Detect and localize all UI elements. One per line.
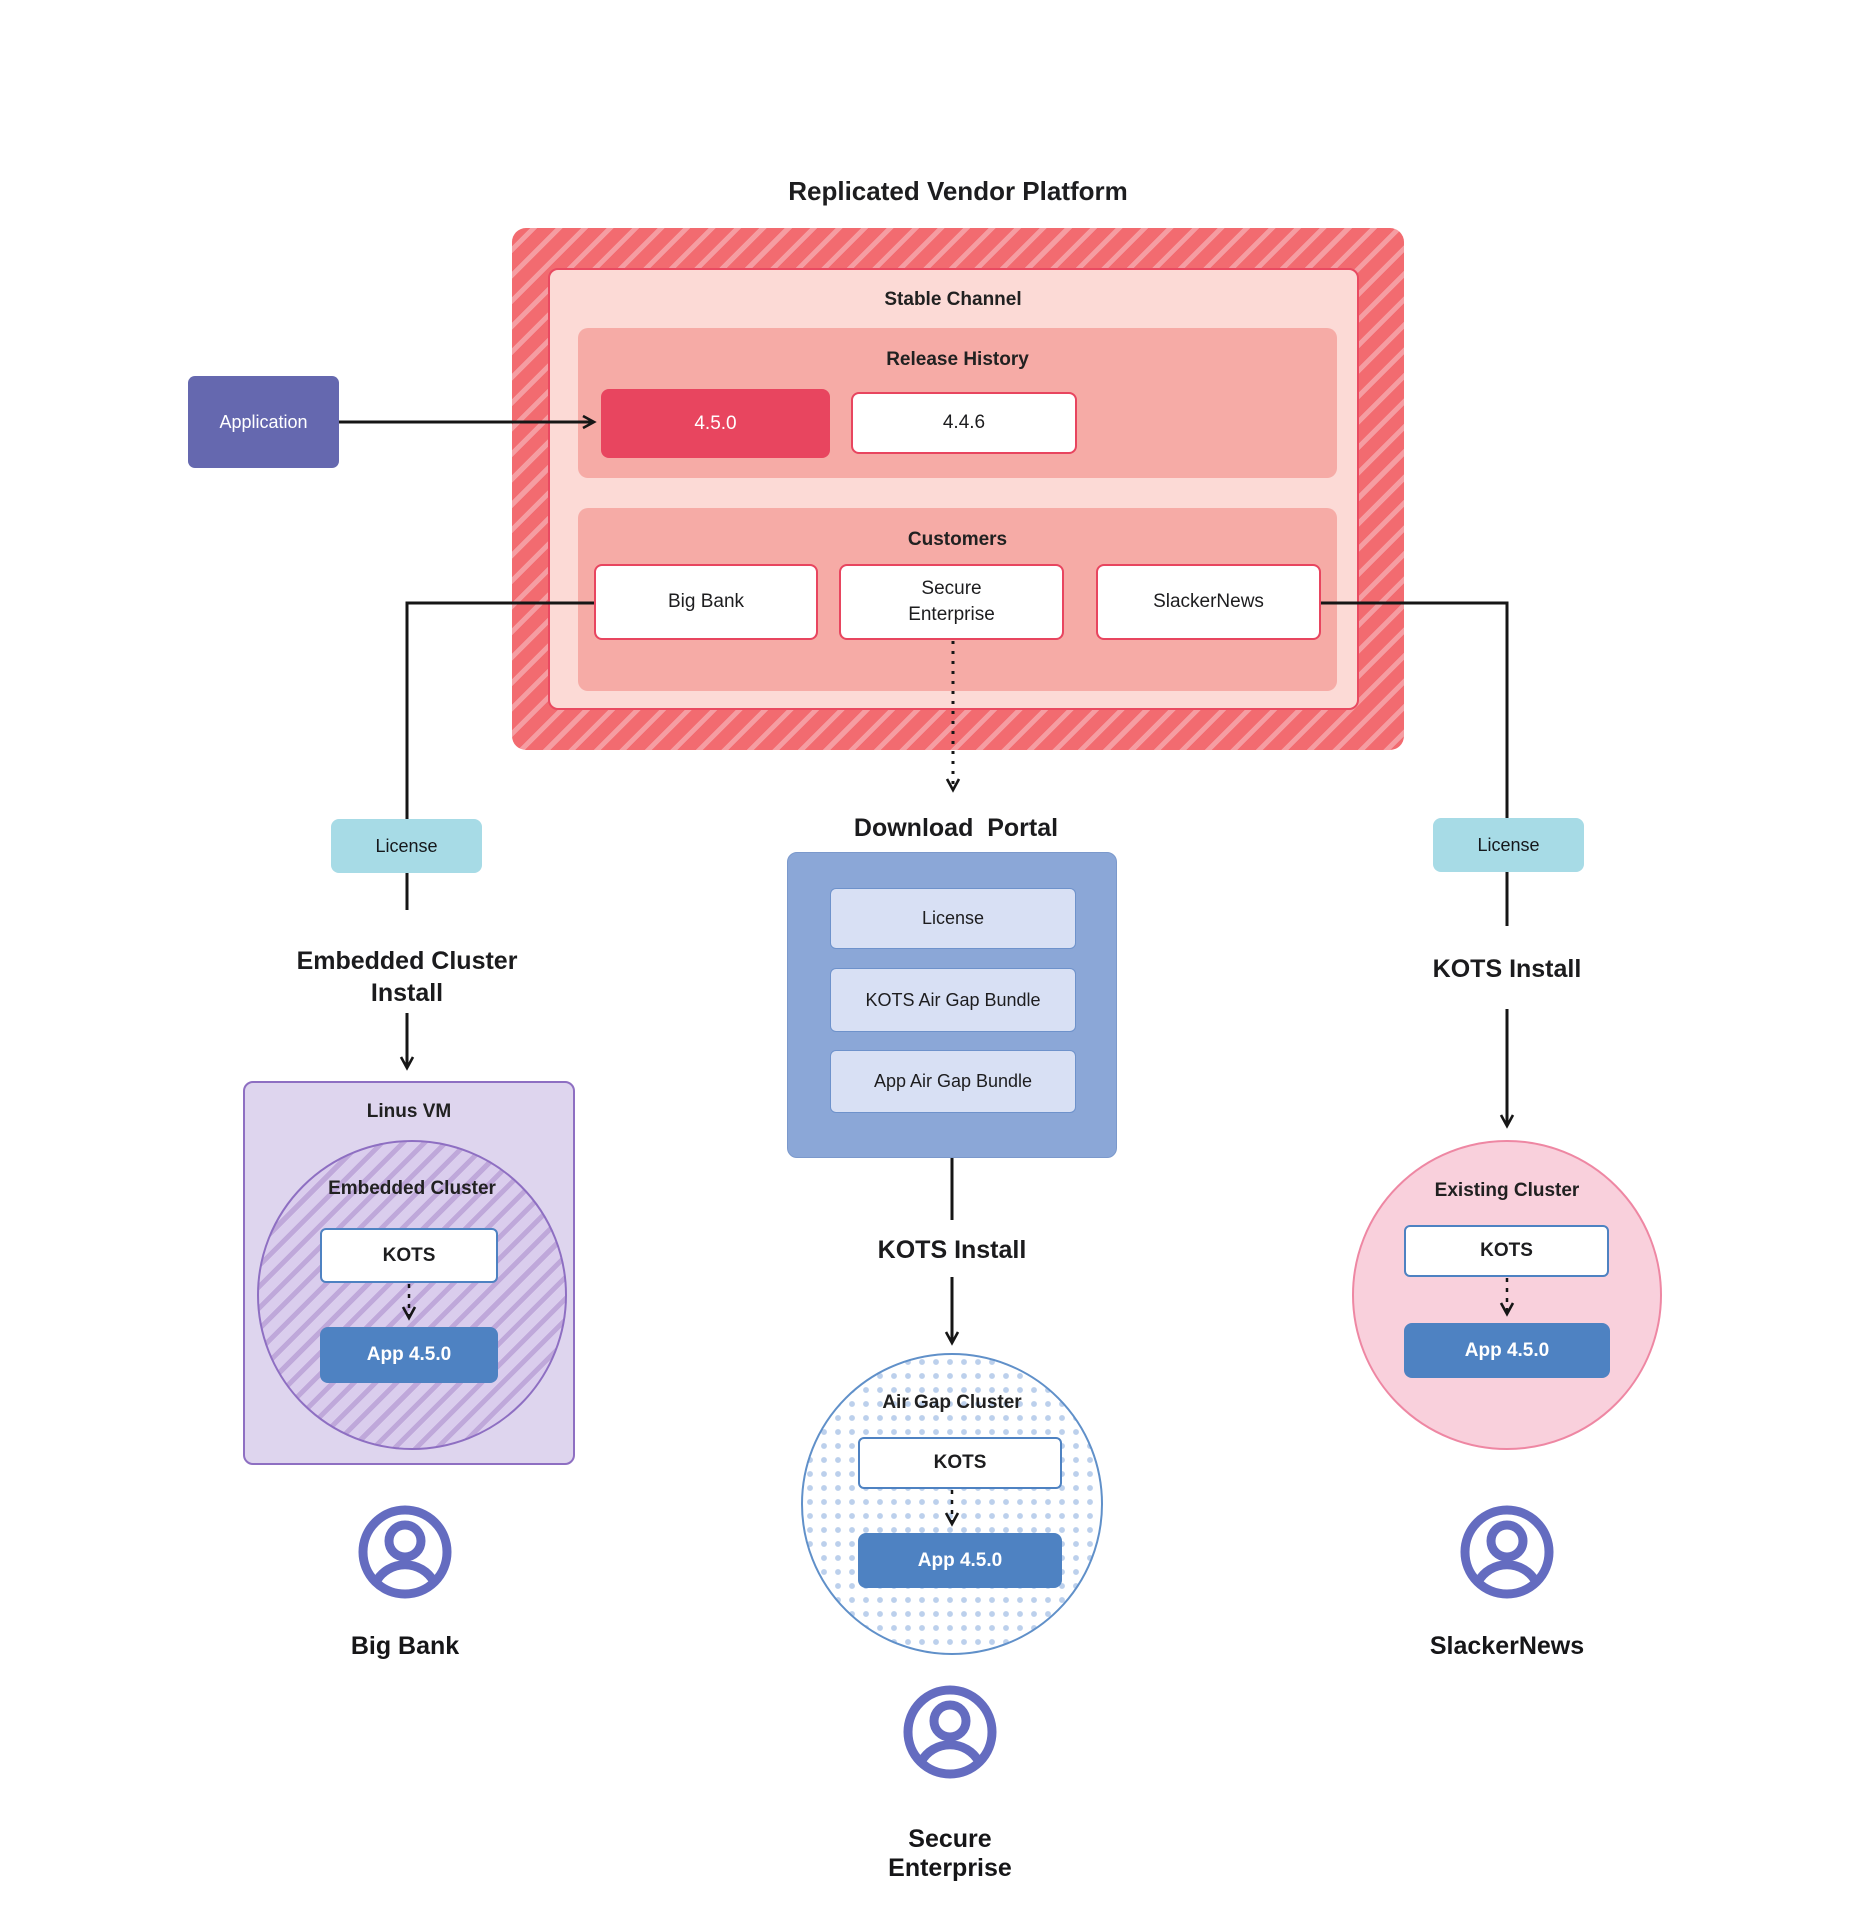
existing-cluster-label: Existing Cluster	[1434, 1180, 1580, 1201]
release-version-current: 4.5.0	[601, 389, 830, 458]
kots-label: KOTS	[382, 1244, 436, 1266]
kots-install-label-mid: KOTS Install	[877, 1236, 1027, 1264]
air-gap-cluster-label: Air Gap Cluster	[882, 1392, 1022, 1413]
license-label: License	[375, 835, 438, 856]
page-title: Replicated Vendor Platform	[788, 176, 1128, 206]
application-label: Application	[219, 411, 308, 432]
embedded-cluster-circle	[257, 1140, 567, 1450]
portal-item-license: License	[830, 888, 1076, 949]
app-box-right: App 4.5.0	[1404, 1323, 1610, 1378]
license-badge-left: License	[331, 819, 482, 873]
release-version-previous: 4.4.6	[851, 392, 1077, 454]
customers-label: Customers	[907, 529, 1008, 550]
persona-name-big-bank: Big Bank	[350, 1632, 460, 1660]
customer-box-secure-enterprise: Secure Enterprise	[839, 564, 1064, 640]
license-label: License	[1477, 834, 1540, 855]
kots-box-left: KOTS	[320, 1228, 498, 1283]
user-icon	[903, 1685, 997, 1779]
customer-box-big-bank: Big Bank	[594, 564, 818, 640]
portal-item-label: KOTS Air Gap Bundle	[865, 989, 1041, 1010]
kots-label: KOTS	[933, 1452, 987, 1473]
app-label: App 4.5.0	[366, 1344, 452, 1365]
portal-item-label: License	[921, 908, 985, 928]
release-history-label: Release History	[886, 349, 1029, 370]
kots-install-label-right: KOTS Install	[1432, 955, 1582, 983]
app-label: App 4.5.0	[917, 1549, 1003, 1571]
kots-box-mid: KOTS	[858, 1437, 1062, 1489]
customer-box-label: Secure Enterprise	[908, 578, 995, 625]
customer-box-label: Big Bank	[667, 591, 745, 612]
download-portal-box: License KOTS Air Gap Bundle App Air Gap …	[787, 852, 1117, 1158]
embedded-cluster-label: Embedded Cluster	[328, 1178, 496, 1199]
persona-name-slackernews: SlackerNews	[1429, 1632, 1585, 1660]
portal-item-app-bundle: App Air Gap Bundle	[830, 1050, 1076, 1113]
kots-box-right: KOTS	[1404, 1225, 1609, 1277]
kots-label: KOTS	[1480, 1240, 1533, 1261]
app-box-mid: App 4.5.0	[858, 1533, 1062, 1588]
embedded-install-label: Embedded Cluster Install	[296, 947, 518, 1007]
user-icon	[358, 1505, 452, 1599]
app-label: App 4.5.0	[1464, 1339, 1550, 1361]
stable-channel-label: Stable Channel	[884, 289, 1022, 310]
download-portal-label: Download Portal	[853, 814, 1059, 842]
user-icon	[1460, 1505, 1554, 1599]
app-box-left: App 4.5.0	[320, 1327, 498, 1383]
persona-name-secure-enterprise: Secure Enterprise	[888, 1825, 1012, 1882]
portal-item-kots-bundle: KOTS Air Gap Bundle	[830, 968, 1076, 1032]
linus-vm-label: Linus VM	[366, 1101, 452, 1122]
license-badge-right: License	[1433, 818, 1584, 872]
application-box: Application	[188, 376, 339, 468]
customer-box-slackernews: SlackerNews	[1096, 564, 1321, 640]
customer-box-label: SlackerNews	[1153, 591, 1264, 612]
portal-item-label: App Air Gap Bundle	[873, 1071, 1033, 1091]
